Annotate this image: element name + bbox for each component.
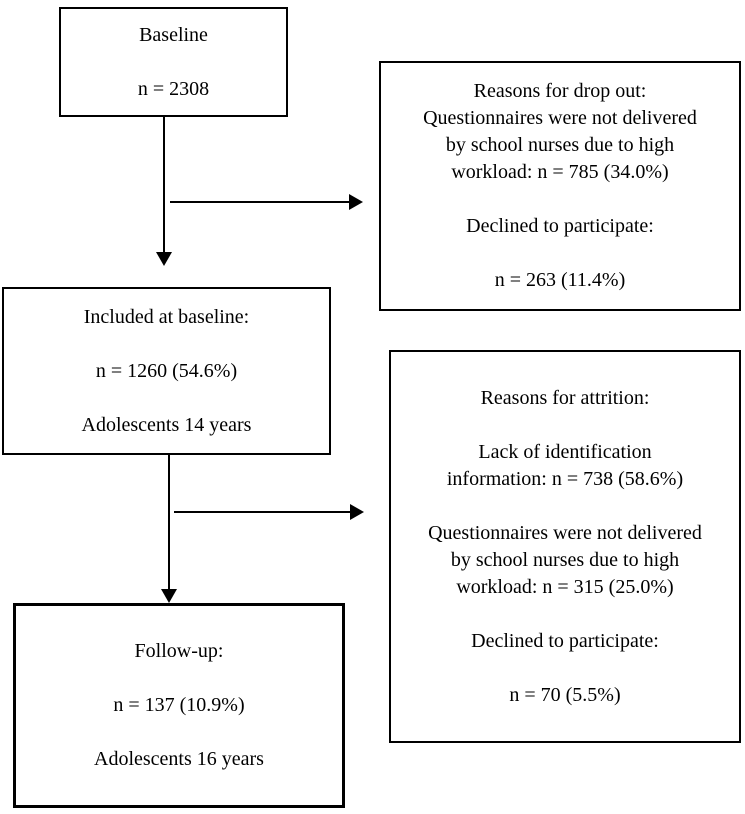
dropout-reason-1-line-2: by school nurses due to high	[445, 134, 675, 156]
baseline-box: Baseline n = 2308	[59, 7, 288, 117]
attrition-reason-3: Declined to participate:	[471, 629, 659, 652]
box-block: Adolescents 14 years	[82, 412, 252, 439]
arrow-baseline-to-included-line	[163, 117, 165, 253]
dropout-reason-1-line-3: workload: n = 785 (34.0%)	[451, 161, 669, 183]
attrition-reason-2-line-2: by school nurses due to high	[450, 548, 680, 571]
baseline-title: Baseline	[139, 23, 208, 46]
followup-title: Follow-up:	[134, 640, 224, 662]
box-block: Declined to participate:	[471, 628, 659, 655]
dropout-reason-2-n: n = 263 (11.4%)	[494, 269, 626, 291]
included-n: n = 1260 (54.6%)	[95, 359, 238, 382]
attrition-heading: Reasons for attrition:	[480, 386, 650, 409]
box-block: Adolescents 16 years	[94, 746, 264, 773]
box-block: Baseline	[139, 22, 208, 49]
attrition-reason-1-line-2: information: n = 738 (58.6%)	[446, 467, 684, 490]
box-block: n = 137 (10.9%)	[113, 692, 244, 719]
box-block: Questionnaires were not delivered by sch…	[428, 520, 702, 601]
attrition-reasons-box: Reasons for attrition: Lack of identific…	[389, 350, 741, 743]
box-block: Reasons for attrition:	[481, 385, 650, 412]
dropout-reason-2: Declined to participate:	[466, 215, 654, 237]
arrow-to-attrition-line	[174, 511, 351, 513]
box-block: Included at baseline:	[84, 304, 250, 331]
arrowhead-right-icon	[350, 504, 364, 520]
arrow-to-dropout-line	[170, 201, 350, 203]
dropout-reason-1-line-1: Questionnaires were not delivered	[423, 107, 697, 129]
attrition-reason-3-n: n = 70 (5.5%)	[509, 683, 621, 706]
box-block: Follow-up:	[135, 638, 224, 665]
arrow-included-to-followup-line	[168, 455, 170, 590]
attrition-reason-1-line-1: Lack of identification	[478, 440, 652, 463]
attrition-reason-2-line-3: workload: n = 315 (25.0%)	[456, 575, 674, 598]
box-block: Reasons for drop out: Questionnaires wer…	[423, 78, 697, 186]
dropout-reasons-box: Reasons for drop out: Questionnaires wer…	[379, 61, 741, 311]
box-block: Declined to participate:	[466, 213, 654, 240]
followup-age: Adolescents 16 years	[94, 748, 264, 770]
arrowhead-right-icon	[349, 194, 363, 210]
box-block: Lack of identification information: n = …	[447, 439, 683, 493]
baseline-n: n = 2308	[137, 77, 210, 100]
followup-box: Follow-up: n = 137 (10.9%) Adolescents 1…	[13, 603, 345, 808]
box-block: n = 70 (5.5%)	[509, 682, 620, 709]
included-title: Included at baseline:	[83, 305, 250, 328]
included-baseline-box: Included at baseline: n = 1260 (54.6%) A…	[2, 287, 331, 455]
arrowhead-down-icon	[156, 252, 172, 266]
arrowhead-down-icon	[161, 589, 177, 603]
attrition-reason-2-line-1: Questionnaires were not delivered	[428, 521, 702, 544]
included-age: Adolescents 14 years	[81, 413, 252, 436]
box-block: n = 263 (11.4%)	[495, 267, 626, 294]
dropout-heading: Reasons for drop out:	[473, 80, 647, 102]
box-block: n = 1260 (54.6%)	[96, 358, 237, 385]
box-block: n = 2308	[138, 76, 209, 103]
followup-n: n = 137 (10.9%)	[113, 694, 245, 716]
